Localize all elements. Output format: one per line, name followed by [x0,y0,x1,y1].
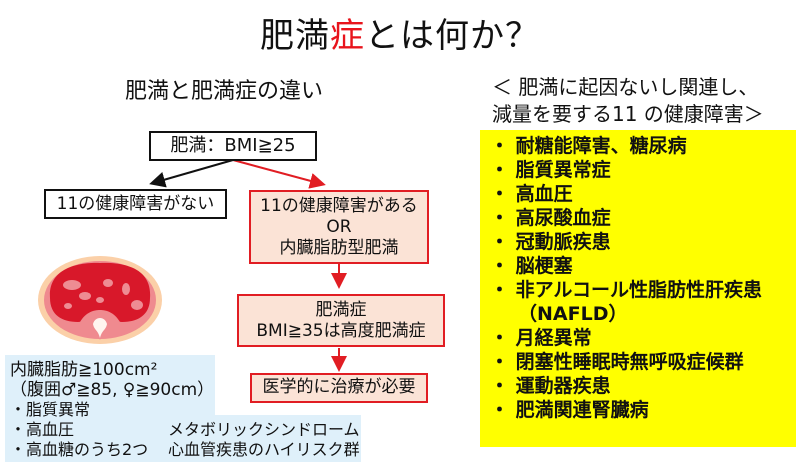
obesity-disease-line1: 肥満症 [315,300,367,320]
health-disorders-list: ・ 耐糖能障害、糖尿病 ・ 脂質異常症 ・ 高血圧 ・ 高尿酸血症 ・ 冠動脈疾… [480,130,796,447]
list-item-continuation: （NAFLD） [518,303,628,325]
note-line-2: ・脂質異常 [10,400,91,419]
list-item: ・ 非アルコール性脂肪性肝疾患 [490,279,763,301]
title-prefix: 肥満 [260,16,330,56]
treatment-box: 医学的に治療が必要 [250,373,428,403]
note-line-4: ・高血糖のうち2つ [10,440,149,459]
note-line-1: （腹囲♂≧85, ♀≧90cm） [10,380,215,400]
right-heading: ＜ 肥満に起因ないし関連し、 減量を要する11 の健康障害＞ [492,74,764,128]
list-item: ・ 脳梗塞 [490,255,573,277]
metabolic-syndrome-note: メタボリックシンドローム 心血管疾患のハイリスク群 [168,420,360,460]
left-subtitle: 肥満と肥満症の違い [125,79,324,104]
visceral-fat-note: 内臓脂肪≧100cm² （腹囲♂≧85, ♀≧90cm） ・脂質異常 ・高血圧 … [10,360,214,460]
metabolic-note-bg [5,415,361,462]
no-disorder-box: 11の健康障害がない [44,189,227,219]
list-item: ・ 肥満関連腎臓病 [490,399,649,421]
list-item: ・ 運動器疾患 [490,375,611,397]
obesity-disease-box: 肥満症 BMI≧35は高度肥満症 [237,294,445,347]
obesity-bmi-box: 肥満：BMI≧25 [149,131,317,161]
list-item: ・ 冠動脈疾患 [490,231,611,253]
right-heading-line2: 減量を要する11 の健康障害＞ [492,102,764,126]
list-item: ・ 耐糖能障害、糖尿病 [490,135,687,157]
list-item: ・ 高血圧 [490,183,573,205]
note-line-0: 内臓脂肪≧100cm² [10,360,158,380]
list-item: ・ 閉塞性睡眠時無呼吸症候群 [490,351,744,373]
list-item: ・ 高尿酸血症 [490,207,611,229]
page-title: 肥満症とは何か？ [0,14,800,58]
list-item: ・ 脂質異常症 [490,159,611,181]
title-suffix: とは何か？ [365,16,540,56]
metabolic-line-1: 心血管疾患のハイリスク群 [168,440,360,459]
list-item: ・ 月経異常 [490,327,592,349]
has-disorder-line1: 11の健康障害がある [260,196,418,216]
title-highlight: 症 [330,16,365,56]
has-disorder-box: 11の健康障害がある OR 内臓脂肪型肥満 [249,190,429,264]
right-heading-line1: ＜ 肥満に起因ないし関連し、 [492,75,759,99]
visceral-fat-note-bg [5,355,215,417]
note-line-3: ・高血圧 [10,420,75,439]
metabolic-line-0: メタボリックシンドローム [168,420,360,439]
obesity-disease-line2: BMI≧35は高度肥満症 [256,321,426,341]
has-disorder-line2: OR [326,217,352,237]
has-disorder-line3: 内臓脂肪型肥満 [279,238,399,258]
